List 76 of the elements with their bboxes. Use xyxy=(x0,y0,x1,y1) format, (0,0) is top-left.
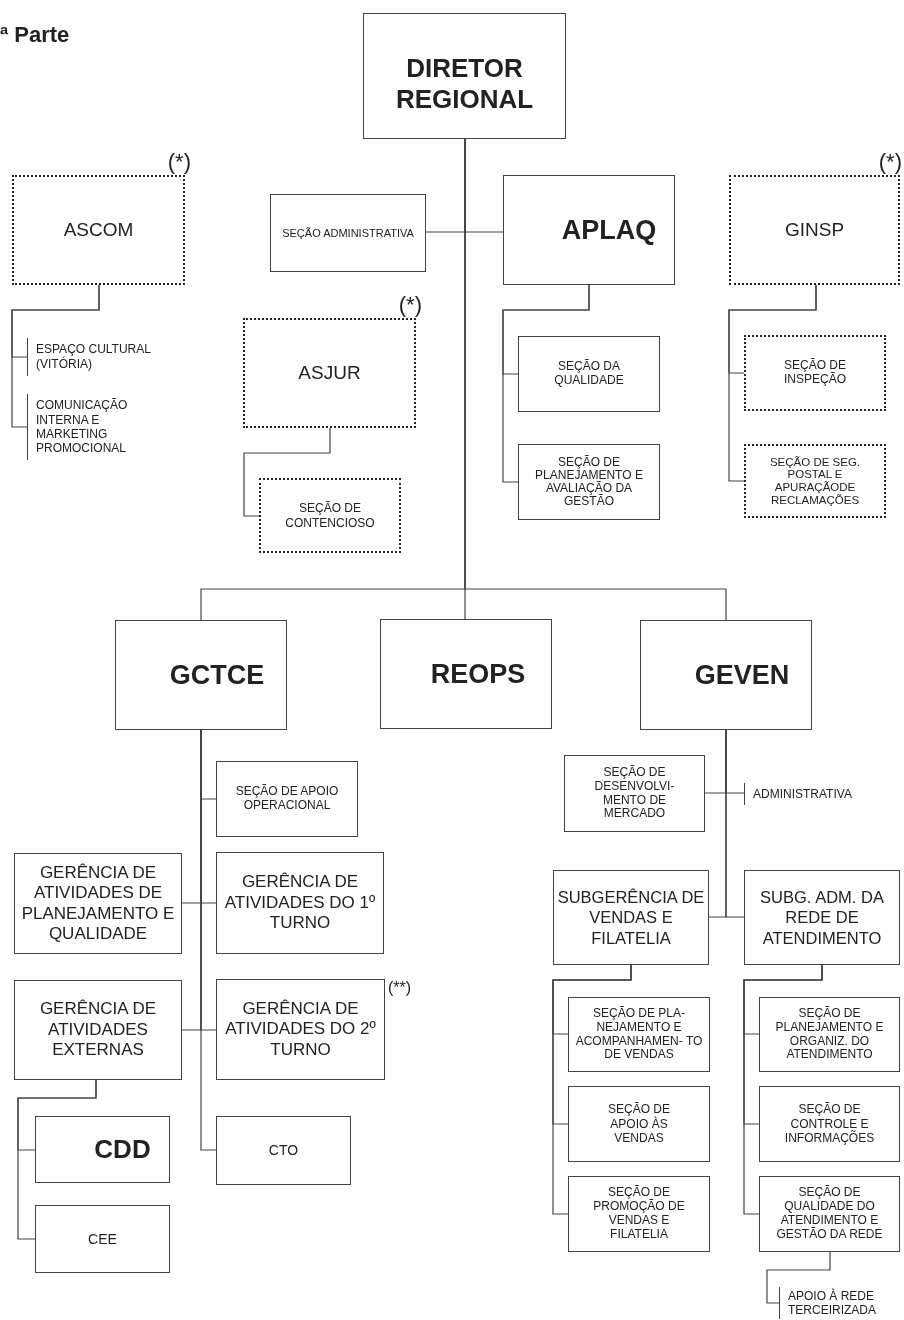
org-unit-box xyxy=(14,853,182,954)
org-unit-box xyxy=(14,980,182,1080)
org-unit-box xyxy=(759,1086,900,1162)
page-title: ª Parte xyxy=(0,21,70,49)
org-unit-box xyxy=(35,1205,170,1273)
org-unit-box xyxy=(35,1116,170,1183)
unit-label: DIRETOR REGIONAL xyxy=(394,52,535,116)
unit-label: GERÊNCIA DE ATIVIDADES DO 2º TURNO xyxy=(224,998,377,1061)
org-unit-box xyxy=(216,761,358,837)
org-unit-box xyxy=(259,478,401,553)
unit-label: SEÇÃO DE PLANEJAMENTO E ORGANIZ. DO ATENDIMENTO xyxy=(774,1006,885,1063)
org-unit-box xyxy=(568,1176,710,1252)
unit-label: CEE xyxy=(88,1229,117,1249)
unit-label: GCTCE xyxy=(169,658,265,692)
unit-label: GERÊNCIA DE ATIVIDADES DE PLANEJAMENTO E QUALIDADE xyxy=(20,862,176,945)
unit-label: ASCOM xyxy=(63,217,134,242)
org-unit-box xyxy=(363,13,566,139)
unit-label: CTO xyxy=(268,1141,299,1160)
org-unit-box xyxy=(568,997,710,1072)
unit-label: GINSP xyxy=(784,217,845,242)
unit-label: GERÊNCIA DE ATIVIDADES EXTERNAS xyxy=(38,999,158,1061)
unit-label: GEVEN xyxy=(694,658,790,692)
org-unit-box xyxy=(518,336,660,412)
org-unit-box xyxy=(503,175,675,285)
unit-label: SEÇÃO DE APOIO ÀS VENDAS xyxy=(607,1102,671,1146)
unit-label: APLAQ xyxy=(561,213,657,247)
unit-label: SEÇÃO DE QUALIDADE DO ATENDIMENTO E GESTÃO DA REDE xyxy=(775,1186,884,1242)
footnote-mark: (**) xyxy=(388,980,412,996)
unit-label: GERÊNCIA DE ATIVIDADES DO 1º TURNO xyxy=(223,872,377,934)
unit-label: SEÇÃO DE CONTENCIOSO xyxy=(284,501,376,530)
connector-line xyxy=(728,284,817,482)
unit-label: SEÇÃO DE SEG. POSTAL E APURAÇÃODE RECLAMAÇÕES xyxy=(768,455,862,507)
org-unit-box xyxy=(380,619,552,729)
org-unit-box xyxy=(744,335,886,411)
org-unit-box xyxy=(518,444,660,520)
footnote-mark: (*) xyxy=(167,151,191,173)
connector-line xyxy=(243,427,331,517)
org-unit-box xyxy=(759,997,900,1072)
org-unit-box xyxy=(744,444,886,518)
unit-label: SEÇÃO DE CONTROLE E INFORMAÇÕES xyxy=(783,1102,876,1146)
unit-label: SEÇÃO DE APOIO OPERACIONAL xyxy=(234,785,340,813)
unit-label: ESPAÇO CULTURAL (VITÓRIA) xyxy=(36,342,152,372)
org-unit-box xyxy=(640,620,812,730)
connector-line xyxy=(766,1251,831,1304)
org-unit-box xyxy=(115,620,287,730)
unit-label: COMUNICAÇÃO INTERNA E MARKETING PROMOCIONAL xyxy=(36,398,129,456)
footnote-mark: (*) xyxy=(878,151,902,173)
unit-label: APOIO À REDE TERCEIRIZADA xyxy=(788,1288,877,1318)
connector-line xyxy=(552,964,632,1215)
connector-line xyxy=(743,964,823,1215)
org-unit-box xyxy=(564,755,705,832)
unit-label: SEÇÃO DA QUALIDADE xyxy=(553,360,625,388)
connector-line xyxy=(502,284,590,483)
unit-label: SUBGERÊNCIA DE VENDAS E FILATELIA xyxy=(556,886,706,949)
unit-label: ASJUR xyxy=(298,360,361,385)
connector-line xyxy=(725,729,745,918)
org-unit-box xyxy=(216,1116,351,1185)
unit-label: SEÇÃO DE INSPEÇÃO xyxy=(783,359,847,387)
unit-label: REOPS xyxy=(430,657,526,691)
connector-line xyxy=(11,284,100,428)
org-unit-box xyxy=(216,852,384,954)
unit-label: SUBG. ADM. DA REDE DE ATENDIMENTO xyxy=(759,886,885,949)
connector-line xyxy=(17,1079,97,1240)
org-unit-box xyxy=(553,870,709,965)
org-unit-box xyxy=(744,870,900,965)
org-unit-box xyxy=(270,194,426,272)
unit-label: SEÇÃO DE PLANEJAMENTO E AVALIAÇÃO DA GESTÃO xyxy=(534,455,644,509)
unit-label: CDD xyxy=(94,1133,151,1166)
unit-label: SEÇÃO DE DESENVOLVI- MENTO DE MERCADO xyxy=(593,765,676,822)
unit-label: SEÇÃO DE PROMOÇÃO DE VENDAS E FILATELIA xyxy=(592,1186,686,1242)
unit-label: ADMINISTRATIVA xyxy=(753,786,852,802)
footnote-mark: (*) xyxy=(398,294,422,316)
unit-label: SEÇÃO ADMINISTRATIVA xyxy=(282,226,414,240)
unit-label: SEÇÃO DE PLA- NEJAMENTO E ACOMPANHAMEN- TO DE VENDAS xyxy=(574,1006,704,1063)
org-unit-box xyxy=(568,1086,710,1162)
org-unit-box xyxy=(759,1176,900,1252)
